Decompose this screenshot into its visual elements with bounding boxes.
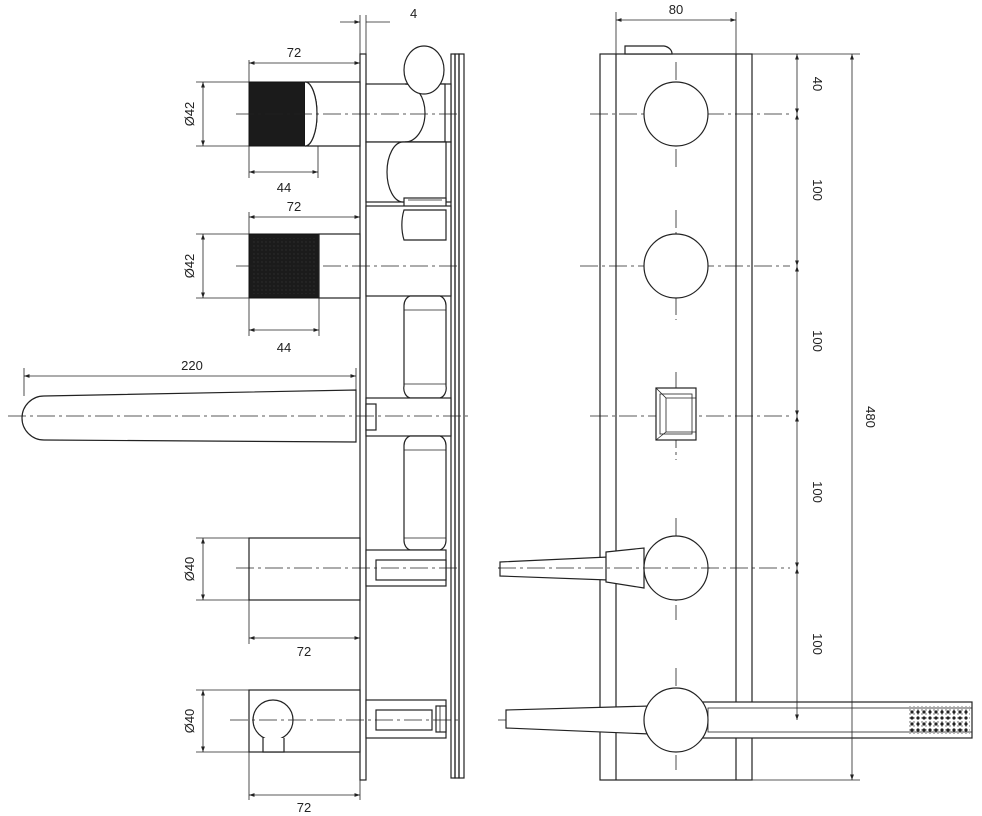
dim-diverter-length: 72	[297, 644, 311, 659]
hose-outlet	[230, 689, 460, 753]
front-diverter	[498, 535, 710, 601]
spout	[8, 389, 470, 443]
dim-knob2-diameter: Ø42	[182, 254, 197, 279]
valve-bodies	[365, 45, 452, 739]
side-view: 4 72 Ø42 44 72 Ø42	[8, 6, 470, 815]
dim-spacing-3: 100	[810, 481, 825, 503]
front-knob-2	[643, 233, 709, 299]
cover-plate	[359, 53, 367, 781]
front-knob-1	[643, 81, 709, 147]
dim-spacing-4: 100	[810, 633, 825, 655]
dim-knob2-knurl: 44	[277, 340, 291, 355]
dim-outlet-diameter: Ø40	[182, 709, 197, 734]
dim-diverter-diameter: Ø40	[182, 557, 197, 582]
dim-knob2-length: 72	[287, 199, 301, 214]
dim-top-offset: 40	[810, 77, 825, 91]
dim-spacing-1: 100	[810, 179, 825, 201]
dim-plate-thickness: 4	[410, 6, 417, 21]
side-dimensions: 4 72 Ø42 44 72 Ø42	[23, 6, 417, 815]
front-plate	[599, 53, 753, 781]
diverter-handle	[236, 537, 460, 601]
dim-knob1-knurl: 44	[277, 180, 291, 195]
dim-knob1-length: 72	[287, 45, 301, 60]
front-spout-outlet	[655, 387, 697, 441]
front-dimensions: 80 40 100 100 100 100 480	[615, 2, 878, 781]
front-view: 80 40 100 100 100 100 480	[498, 2, 973, 781]
shower-head-holes	[910, 710, 968, 732]
dim-knob1-diameter: Ø42	[182, 102, 197, 127]
front-hose-outlet	[505, 687, 973, 753]
knob-1	[236, 81, 460, 147]
dim-total-height: 480	[863, 406, 878, 428]
dim-spacing-2: 100	[810, 330, 825, 352]
dim-plate-width: 80	[669, 2, 683, 17]
top-valve-cap	[403, 45, 445, 95]
knob-2	[236, 233, 460, 299]
dim-outlet-length: 72	[297, 800, 311, 815]
dim-spout-length: 220	[181, 358, 203, 373]
